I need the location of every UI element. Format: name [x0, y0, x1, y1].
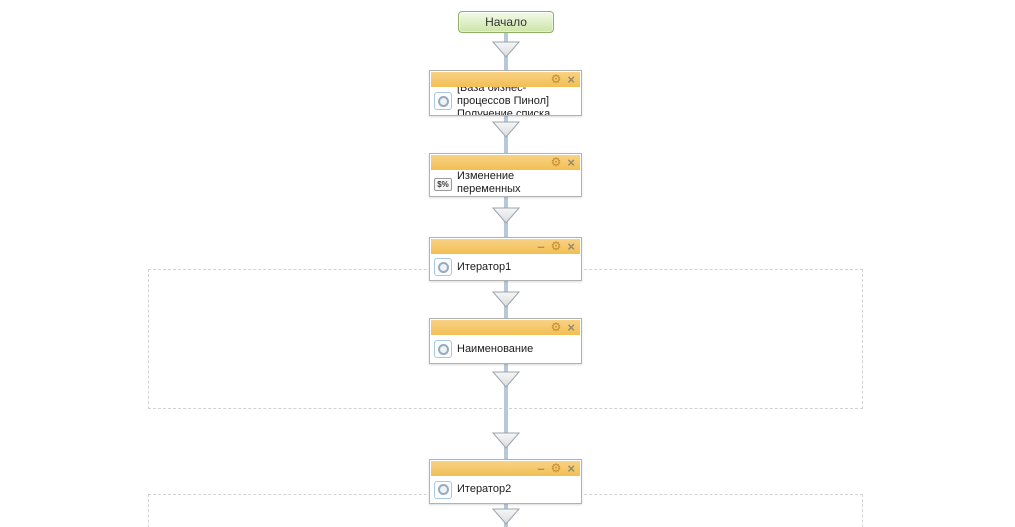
activity-icon — [434, 340, 452, 358]
activity-block-get-list[interactable]: ⚙ × [База бизнес-процессов Пинол] Получе… — [429, 70, 582, 116]
block-body: Итератор2 — [430, 476, 581, 503]
arrow-down-icon — [491, 41, 521, 58]
block-body: $% Изменение переменных — [430, 170, 581, 196]
block-header[interactable]: – ⚙ × — [431, 239, 580, 254]
block-body: Итератор1 — [430, 254, 581, 280]
block-title: [База бизнес-процессов Пинол] Получение … — [457, 87, 551, 115]
settings-gear-icon[interactable]: ⚙ — [550, 320, 562, 334]
close-icon[interactable]: × — [567, 155, 575, 170]
arrow-down-icon — [491, 207, 521, 224]
minimize-icon[interactable]: – — [537, 239, 545, 254]
activity-block-name[interactable]: ⚙ × Наименование — [429, 318, 582, 364]
minimize-icon[interactable]: – — [537, 461, 545, 476]
activity-icon — [434, 258, 452, 276]
close-icon[interactable]: × — [567, 239, 575, 254]
block-title: Изменение переменных — [457, 170, 521, 195]
activity-icon — [434, 480, 452, 499]
block-body: Наименование — [430, 335, 581, 363]
settings-gear-icon[interactable]: ⚙ — [550, 461, 562, 475]
start-node-label: Начало — [485, 15, 527, 29]
close-icon[interactable]: × — [567, 72, 575, 87]
activity-block-iterator2[interactable]: – ⚙ × Итератор2 — [429, 459, 582, 504]
block-header[interactable]: – ⚙ × — [431, 461, 580, 476]
arrow-down-icon — [491, 371, 521, 388]
block-header[interactable]: ⚙ × — [431, 155, 580, 170]
block-body: [База бизнес-процессов Пинол] Получение … — [430, 87, 581, 115]
arrow-down-icon — [491, 121, 521, 138]
settings-gear-icon[interactable]: ⚙ — [550, 72, 562, 86]
activity-icon — [434, 92, 452, 110]
block-title: Итератор2 — [457, 483, 512, 495]
arrow-down-icon — [491, 291, 521, 308]
block-title: Наименование — [457, 342, 534, 355]
settings-gear-icon[interactable]: ⚙ — [550, 239, 562, 253]
close-icon[interactable]: × — [567, 461, 575, 476]
close-icon[interactable]: × — [567, 320, 575, 335]
start-node[interactable]: Начало — [458, 11, 554, 33]
arrow-down-icon — [491, 432, 521, 449]
activity-block-set-variables[interactable]: ⚙ × $% Изменение переменных — [429, 153, 582, 197]
block-header[interactable]: ⚙ × — [431, 72, 580, 87]
block-title: Итератор1 — [457, 260, 512, 273]
activity-block-iterator1[interactable]: – ⚙ × Итератор1 — [429, 237, 582, 281]
block-header[interactable]: ⚙ × — [431, 320, 580, 335]
arrow-down-icon — [491, 508, 521, 525]
settings-gear-icon[interactable]: ⚙ — [550, 155, 562, 169]
connector-line — [504, 364, 508, 459]
set-variables-icon: $% — [434, 178, 452, 191]
